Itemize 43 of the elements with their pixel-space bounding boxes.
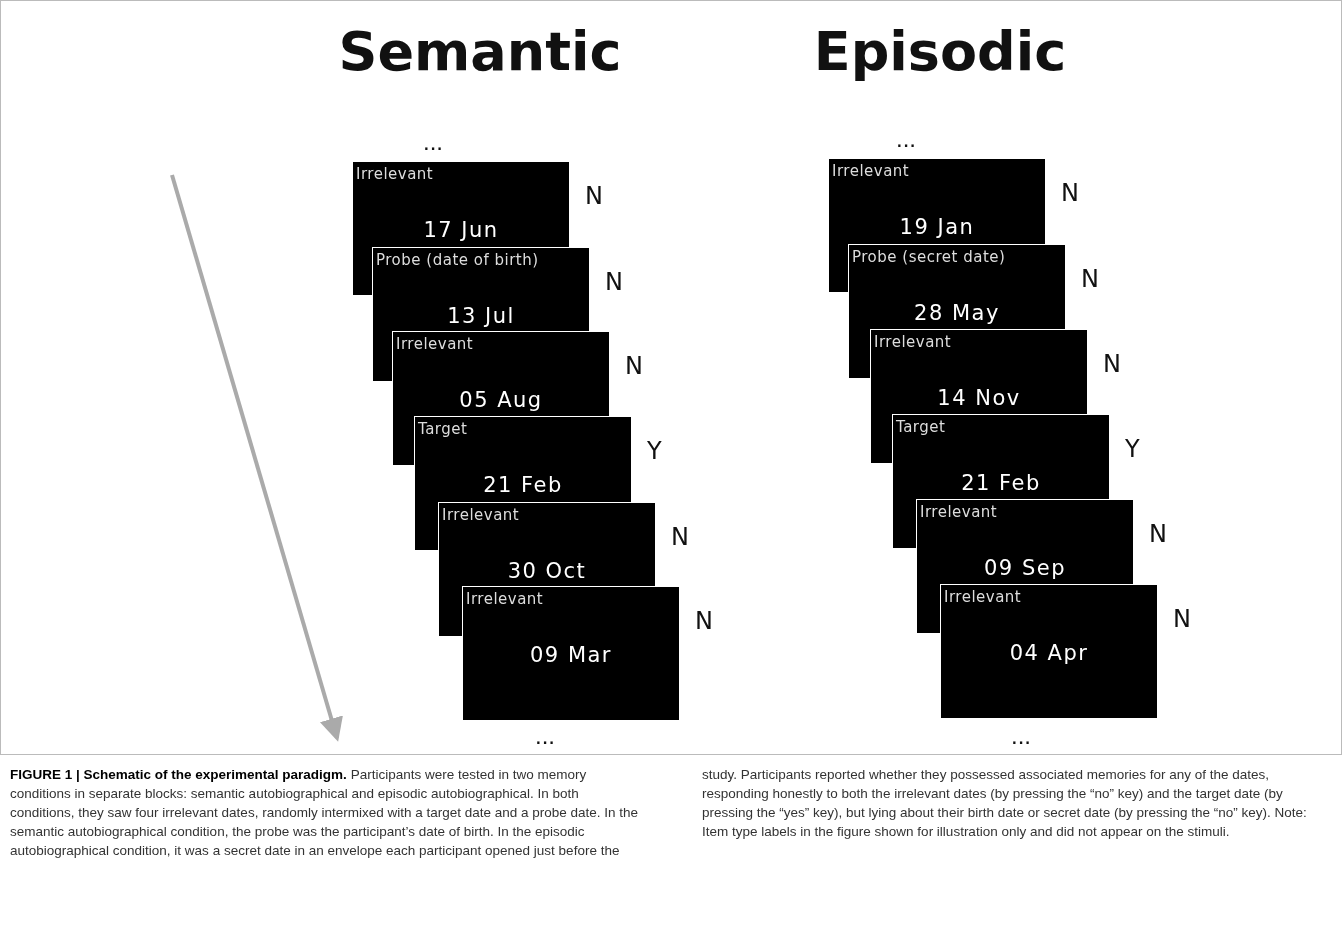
date-text: 14 Nov — [936, 386, 1022, 410]
response-key: N — [1061, 179, 1079, 207]
item-type-label: Irrelevant — [396, 335, 474, 353]
response-key: N — [1173, 605, 1191, 633]
date-text: 05 Aug — [458, 388, 544, 412]
item-type-label: Probe (date of birth) — [376, 251, 539, 269]
item-type-label: Irrelevant — [466, 590, 544, 608]
item-type-label: Irrelevant — [874, 333, 952, 351]
date-text: 09 Sep — [983, 556, 1067, 580]
item-type-label: Target — [896, 418, 946, 436]
item-type-label: Irrelevant — [356, 165, 434, 183]
figure-caption: FIGURE 1 | Schematic of the experimental paradigm. Participants were tested in two memory conditions in separate blocks: semantic autobiographical and episodic autobiographical. In both conditions, they saw four irrelevant dates, randomly intermixed with a target date and a probe date. In the semantic autobiographical condition, the probe was the participant’s date of birth. In the episodic autobiographical condition, it was a secret date in an envelope each participant opened just before the study. Participants reported whether they possessed associated memories for any of the dates, responding honestly to both the irrelevant dates (by pressing the “no” key) and the target date (by pressing the “yes” key), but lying about their birth date or secret date (by pressing the “no” key). Note: Item type labels in the figure shown for illustration only and did not appear on the stimuli. — [10, 766, 1308, 860]
item-type-label: Irrelevant — [442, 506, 520, 524]
item-type-label: Target — [418, 420, 468, 438]
date-text: 30 Oct — [506, 559, 588, 583]
ellipsis: ... — [534, 722, 556, 750]
date-text: 21 Feb — [960, 471, 1042, 495]
item-type-label: Probe (secret date) — [852, 248, 1006, 266]
response-key: N — [1149, 520, 1167, 548]
ellipsis: ... — [895, 125, 917, 153]
date-text: 04 Apr — [1008, 641, 1090, 665]
response-key: Y — [647, 437, 662, 465]
date-text: 09 Mar — [529, 643, 613, 667]
response-key: N — [585, 182, 603, 210]
item-type-label: Irrelevant — [832, 162, 910, 180]
response-key: Y — [1125, 435, 1140, 463]
ellipsis: ... — [422, 128, 444, 156]
response-key: N — [1081, 265, 1099, 293]
date-text: 28 May — [913, 301, 1001, 325]
date-text: 21 Feb — [482, 473, 564, 497]
ellipsis: ... — [1010, 722, 1032, 750]
item-type-label: Irrelevant — [920, 503, 998, 521]
response-key: N — [605, 268, 623, 296]
response-key: N — [1103, 350, 1121, 378]
item-type-label: Irrelevant — [944, 588, 1022, 606]
date-text: 19 Jan — [898, 215, 976, 239]
condition-heading: Semantic — [337, 20, 623, 83]
condition-heading: Episodic — [812, 20, 1068, 83]
response-key: N — [671, 523, 689, 551]
date-text: 13 Jul — [446, 304, 516, 328]
date-text: 17 Jun — [422, 218, 500, 242]
response-key: N — [625, 352, 643, 380]
response-key: N — [695, 607, 713, 635]
